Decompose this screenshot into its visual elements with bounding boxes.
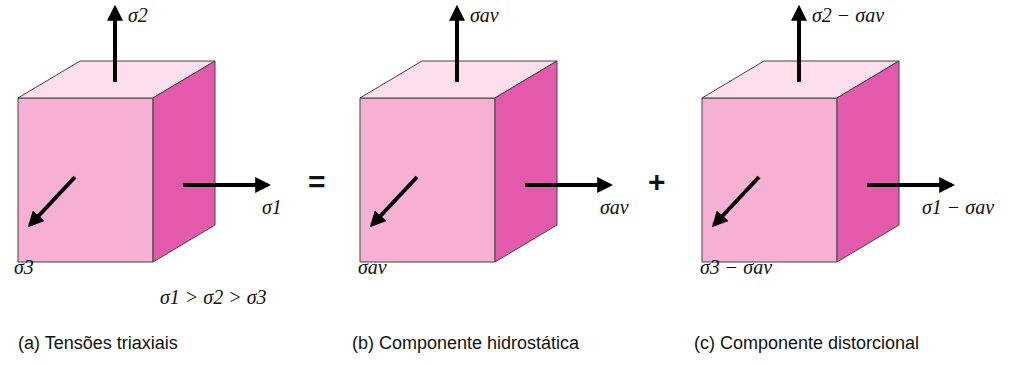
equals-sign: = (308, 165, 326, 198)
distortional-cube (702, 8, 952, 262)
stress-label: σav (600, 196, 629, 218)
caption: (a) Tensões triaxiais (18, 334, 178, 354)
triaxial-cube (18, 8, 268, 262)
stress-order: σ1 > σ2 > σ3 (160, 286, 267, 308)
stress-label: σ1 (262, 196, 282, 218)
plus-sign: + (648, 165, 666, 198)
stress-label: σ3 − σav (700, 256, 772, 278)
hydrostatic-cube (360, 8, 610, 262)
stress-label: σav (358, 256, 387, 278)
caption: (c) Componente distorcional (694, 334, 919, 354)
stress-label: σ1 − σav (922, 196, 994, 218)
stress-label: σ2 (128, 4, 148, 26)
stress-label: σ3 (14, 256, 34, 278)
stress-label: σ2 − σav (812, 4, 884, 26)
caption: (b) Componente hidrostática (352, 334, 579, 354)
stress-label: σav (470, 4, 499, 26)
